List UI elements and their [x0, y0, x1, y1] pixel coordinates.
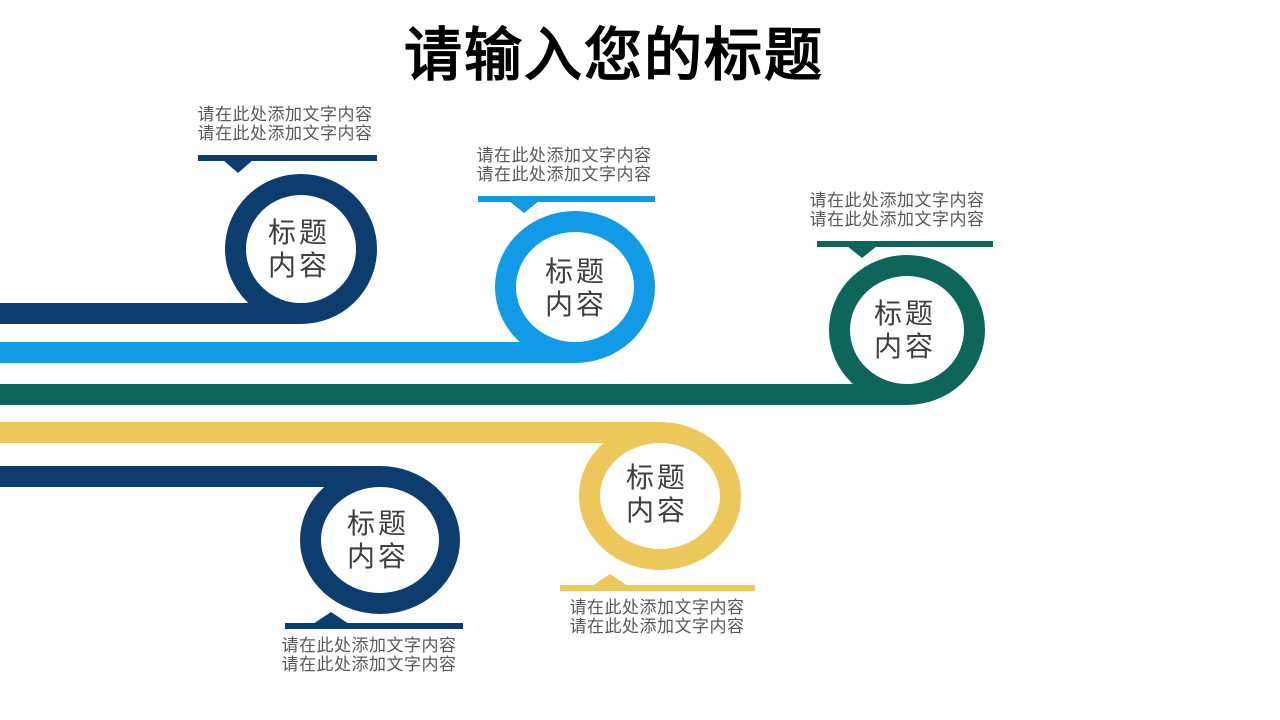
step-5-ring — [300, 466, 460, 614]
step-2-label: 标题 内容 — [545, 255, 607, 321]
step-1-caption-rule — [198, 155, 377, 161]
step-4-caption-line2: 请在此处添加文字内容 — [569, 617, 745, 636]
step-5-label-line1: 标题 — [346, 508, 410, 539]
step-1-label-line1: 标题 — [267, 217, 331, 248]
step-3-caption: 请在此处添加文字内容 请在此处添加文字内容 — [810, 191, 985, 229]
step-3-ribbon-line — [0, 384, 907, 405]
step-4-caption-rule — [560, 585, 755, 591]
step-5-shape — [0, 466, 463, 629]
step-4-ribbon-line — [0, 422, 660, 443]
step-1-label: 标题 内容 — [268, 216, 330, 282]
step-1-label-line2: 内容 — [267, 250, 331, 281]
step-5-caption: 请在此处添加文字内容 请在此处添加文字内容 — [282, 636, 457, 674]
step-1-caption: 请在此处添加文字内容 请在此处添加文字内容 — [198, 105, 373, 143]
step-2-ring — [495, 211, 655, 363]
step-4-label-line1: 标题 — [625, 462, 689, 493]
step-5-caption-rule — [285, 623, 463, 629]
step-1-shape — [0, 155, 377, 324]
step-1-caption-line1: 请在此处添加文字内容 — [197, 105, 373, 124]
step-2-caption-line2: 请在此处添加文字内容 — [476, 165, 652, 184]
step-5-caption-line2: 请在此处添加文字内容 — [281, 655, 457, 674]
step-3-caption-line2: 请在此处添加文字内容 — [809, 210, 985, 229]
step-2-label-line1: 标题 — [544, 256, 608, 287]
step-5-caption-line1: 请在此处添加文字内容 — [281, 636, 457, 655]
slide-title: 请输入您的标题 — [403, 23, 824, 88]
step-2-caption-pointer-icon — [509, 201, 539, 213]
step-4-label-line2: 内容 — [625, 495, 689, 526]
step-3-label-line2: 内容 — [873, 331, 937, 362]
step-3-caption-pointer-icon — [847, 246, 877, 258]
step-4-label: 标题 内容 — [626, 461, 688, 527]
step-2-shape — [0, 196, 655, 363]
step-2-ribbon-line — [0, 342, 575, 363]
step-2-caption-rule — [478, 196, 655, 202]
step-1-ring — [225, 174, 377, 324]
step-5-label-line2: 内容 — [346, 541, 410, 572]
step-4-shape — [0, 422, 755, 591]
step-3-label: 标题 内容 — [874, 297, 936, 363]
step-4-ring — [579, 422, 741, 570]
step-3-label-line1: 标题 — [873, 298, 937, 329]
step-2-label-line2: 内容 — [544, 289, 608, 320]
step-3-caption-rule — [817, 241, 993, 247]
step-2-caption: 请在此处添加文字内容 请在此处添加文字内容 — [477, 146, 652, 184]
step-5-caption-pointer-icon — [313, 612, 349, 624]
step-5-label: 标题 内容 — [347, 507, 409, 573]
step-2-caption-line1: 请在此处添加文字内容 — [476, 146, 652, 165]
step-4-caption-pointer-icon — [592, 574, 628, 586]
step-3-shape — [0, 241, 993, 405]
step-1-caption-pointer-icon — [223, 160, 253, 173]
step-4-caption: 请在此处添加文字内容 请在此处添加文字内容 — [570, 598, 745, 636]
step-3-ring — [829, 255, 985, 405]
step-4-caption-line1: 请在此处添加文字内容 — [569, 598, 745, 617]
step-1-ribbon-line — [0, 303, 301, 324]
step-3-caption-line1: 请在此处添加文字内容 — [809, 191, 985, 210]
step-1-caption-line2: 请在此处添加文字内容 — [197, 124, 373, 143]
step-5-ribbon-line — [0, 466, 380, 487]
